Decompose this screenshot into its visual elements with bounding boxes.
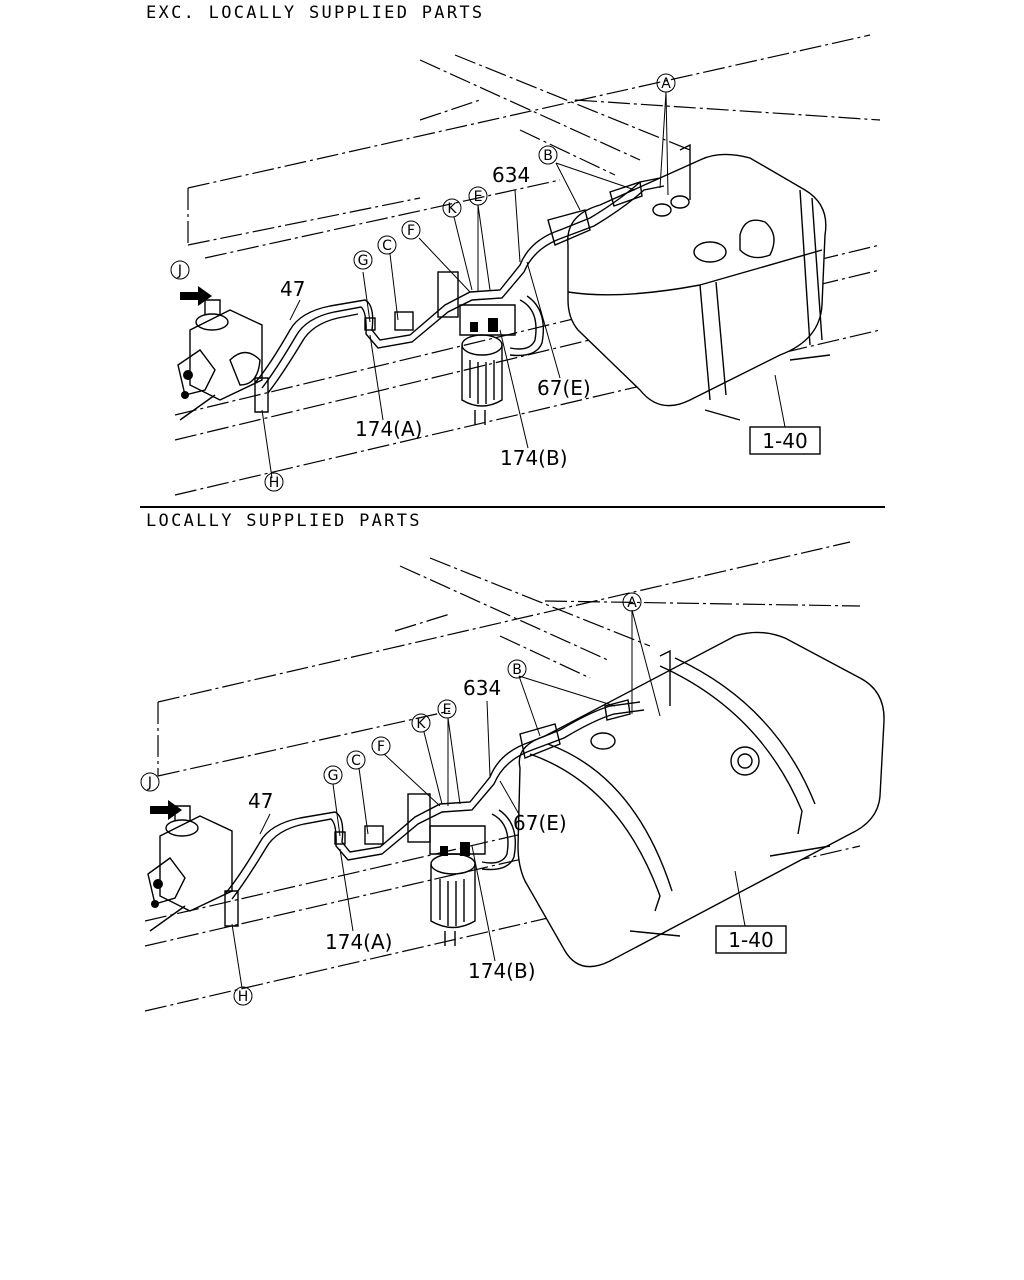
svg-text:B: B [512,662,522,678]
part-label-634: 634 [492,163,530,187]
part-label-174b: 174(B) [500,446,568,470]
svg-text:1-40: 1-40 [762,429,807,453]
callout-k: K [411,713,431,733]
fuel-tank [517,631,885,968]
svg-text:G: G [358,253,369,269]
injection-pump [177,286,269,421]
svg-text:F: F [377,739,385,755]
injection-pump [147,800,239,932]
callout-g: G [323,765,343,785]
reference-box-1-40: 1-40 [749,426,821,455]
callout-k: K [442,198,462,218]
part-label-174a: 174(A) [355,417,422,441]
fuel-line-diagram-locally-supplied: A B E K F C G J H 634 47 67(E) 174(A) 17… [140,541,885,1012]
svg-text:F: F [407,223,415,239]
part-label-67e: 67(E) [537,376,591,400]
part-label-67e: 67(E) [513,811,567,835]
fuel-tank [567,143,831,421]
circle-callouts: A B E K F C G J H [170,73,676,492]
reference-box-1-40: 1-40 [715,925,787,954]
callout-h: H [264,472,284,492]
svg-text:A: A [661,76,671,92]
part-label-174a: 174(A) [325,930,392,954]
callout-g: G [353,250,373,270]
svg-text:K: K [447,201,457,217]
svg-text:C: C [382,238,392,254]
svg-text:J: J [147,775,152,791]
leader-lines [231,609,746,989]
callout-c: C [346,750,366,770]
section-heading-locally-supplied: LOCALLY SUPPLIED PARTS [146,511,422,531]
part-label-174b: 174(B) [468,959,536,983]
fuel-filter [437,271,516,425]
callout-j: J [170,260,190,280]
svg-text:E: E [474,189,483,205]
svg-text:J: J [177,263,182,279]
fuel-pipes [254,177,690,394]
part-label-47: 47 [280,277,305,301]
circle-callouts: A B E K F C G J H [140,592,642,1006]
callout-h: H [233,986,253,1006]
svg-text:1-40: 1-40 [728,928,773,952]
svg-text:H: H [238,989,249,1005]
fuel-pipes [224,699,645,900]
svg-text:C: C [351,753,361,769]
callout-f: F [371,736,391,756]
fuel-filter [407,793,486,946]
fuel-line-diagram-exc-locally-supplied: A B E K F C G J H 634 47 67(E) 174(A) 17… [170,34,881,496]
svg-text:A: A [627,595,637,611]
svg-text:K: K [416,716,426,732]
svg-text:B: B [543,148,553,164]
callout-a: A [622,592,642,612]
callout-f: F [401,220,421,240]
callout-j: J [140,772,160,792]
callout-c: C [377,235,397,255]
callout-b: B [538,145,558,165]
callout-e: E [468,186,488,206]
callout-e: E [437,699,457,719]
leader-lines [261,91,786,479]
svg-text:G: G [328,768,339,784]
callout-b: B [507,659,527,679]
section-divider [140,506,885,508]
svg-text:H: H [269,475,280,491]
svg-text:E: E [443,702,452,718]
callout-a: A [656,73,676,93]
part-label-47: 47 [248,789,273,813]
section-heading-exc-locally-supplied: EXC. LOCALLY SUPPLIED PARTS [146,3,485,23]
part-label-634: 634 [463,676,501,700]
